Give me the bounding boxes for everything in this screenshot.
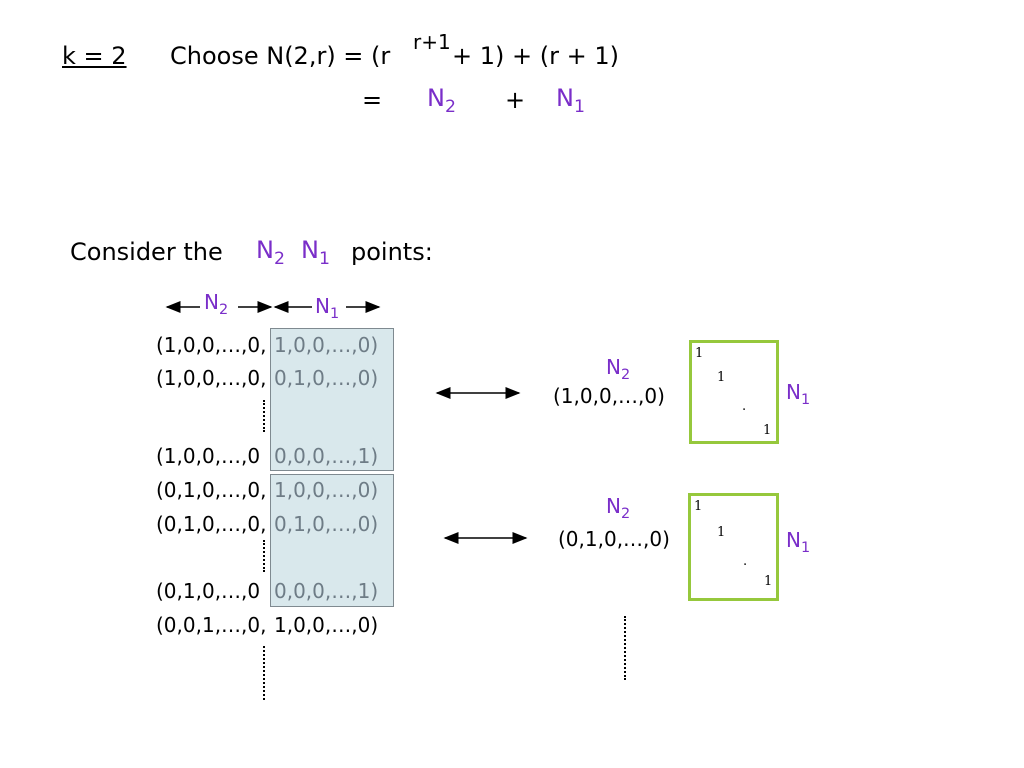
- n2-term: N2: [427, 84, 456, 117]
- subscript-1: 1: [318, 249, 330, 270]
- equals-sign: =: [362, 86, 383, 114]
- subscript-1: 1: [800, 540, 811, 557]
- block2-vector: (0,1,0,…,0): [558, 527, 670, 551]
- case-label: k = 2: [62, 42, 127, 70]
- row-left: (0,1,0,…,0: [156, 579, 261, 603]
- block2-n1: N1: [786, 528, 810, 556]
- identity-matrix-2: 1 1 . 1: [688, 493, 779, 601]
- subscript-2: 2: [620, 506, 631, 523]
- row-right: 0,1,0,…,0): [274, 366, 379, 390]
- plus-sign: +: [505, 86, 526, 114]
- choose-suffix: + 1) + (r + 1): [452, 42, 619, 70]
- subscript-1: 1: [573, 97, 585, 118]
- matrix-entry: .: [743, 554, 748, 569]
- vertical-ellipsis: [263, 400, 267, 432]
- block2-n2: N2: [606, 494, 630, 522]
- matrix-entry: .: [742, 399, 747, 414]
- row-right: 0,1,0,…,0): [274, 512, 379, 536]
- vertical-ellipsis: [263, 646, 267, 700]
- block1-n2: N2: [606, 355, 630, 383]
- row-right: 0,0,0,…,1): [274, 579, 379, 603]
- n-letter: N: [606, 355, 621, 379]
- vertical-ellipsis: [263, 540, 267, 572]
- identity-matrix-1: 1 1 . 1: [689, 340, 779, 444]
- n-letter: N: [204, 290, 219, 314]
- n1-term: N1: [556, 84, 585, 117]
- matrix-entry: 1: [695, 346, 704, 361]
- row-right: 1,0,0,…,0): [274, 333, 379, 357]
- n-letter: N: [315, 294, 330, 318]
- subscript-1: 1: [800, 392, 811, 409]
- block1-vector: (1,0,0,…,0): [553, 384, 665, 408]
- consider-n2: N2: [256, 236, 285, 269]
- consider-prefix: Consider the: [70, 238, 223, 266]
- subscript-2: 2: [218, 302, 229, 319]
- n-letter: N: [301, 236, 319, 264]
- subscript-2: 2: [444, 97, 456, 118]
- consider-suffix: points:: [351, 238, 433, 266]
- n-letter: N: [606, 494, 621, 518]
- n1-box-bottom: [270, 474, 394, 607]
- row-left: (1,0,0,…,0,: [156, 366, 267, 390]
- matrix-entry: 1: [717, 370, 726, 385]
- subscript-1: 1: [329, 306, 340, 323]
- n-letter: N: [256, 236, 274, 264]
- row-left: (0,1,0,…,0,: [156, 512, 267, 536]
- n-letter: N: [556, 84, 574, 112]
- row-right: 1,0,0,…,0): [274, 478, 379, 502]
- n-letter: N: [427, 84, 445, 112]
- block1-n1: N1: [786, 380, 810, 408]
- matrix-entry: 1: [694, 499, 703, 514]
- subscript-2: 2: [620, 367, 631, 384]
- subscript-2: 2: [273, 249, 285, 270]
- exponent: r+1: [413, 30, 451, 54]
- n-letter: N: [786, 380, 801, 404]
- row-right: 1,0,0,…,0): [274, 613, 379, 637]
- row-right: 0,0,0,…,1): [274, 444, 379, 468]
- row-left: (0,0,1,…,0,: [156, 613, 267, 637]
- row-left: (1,0,0,…,0: [156, 444, 261, 468]
- col-label-n1: N1: [315, 294, 339, 322]
- matrix-entry: 1: [764, 574, 773, 589]
- vertical-ellipsis: [624, 616, 628, 680]
- n1-box-top: [270, 328, 394, 471]
- row-left: (0,1,0,…,0,: [156, 478, 267, 502]
- row-left: (1,0,0,…,0,: [156, 333, 267, 357]
- col-label-n2: N2: [204, 290, 228, 318]
- n-letter: N: [786, 528, 801, 552]
- matrix-entry: 1: [717, 525, 726, 540]
- consider-n1: N1: [301, 236, 330, 269]
- choose-prefix: Choose N(2,r) = (r: [170, 42, 391, 70]
- matrix-entry: 1: [763, 423, 772, 438]
